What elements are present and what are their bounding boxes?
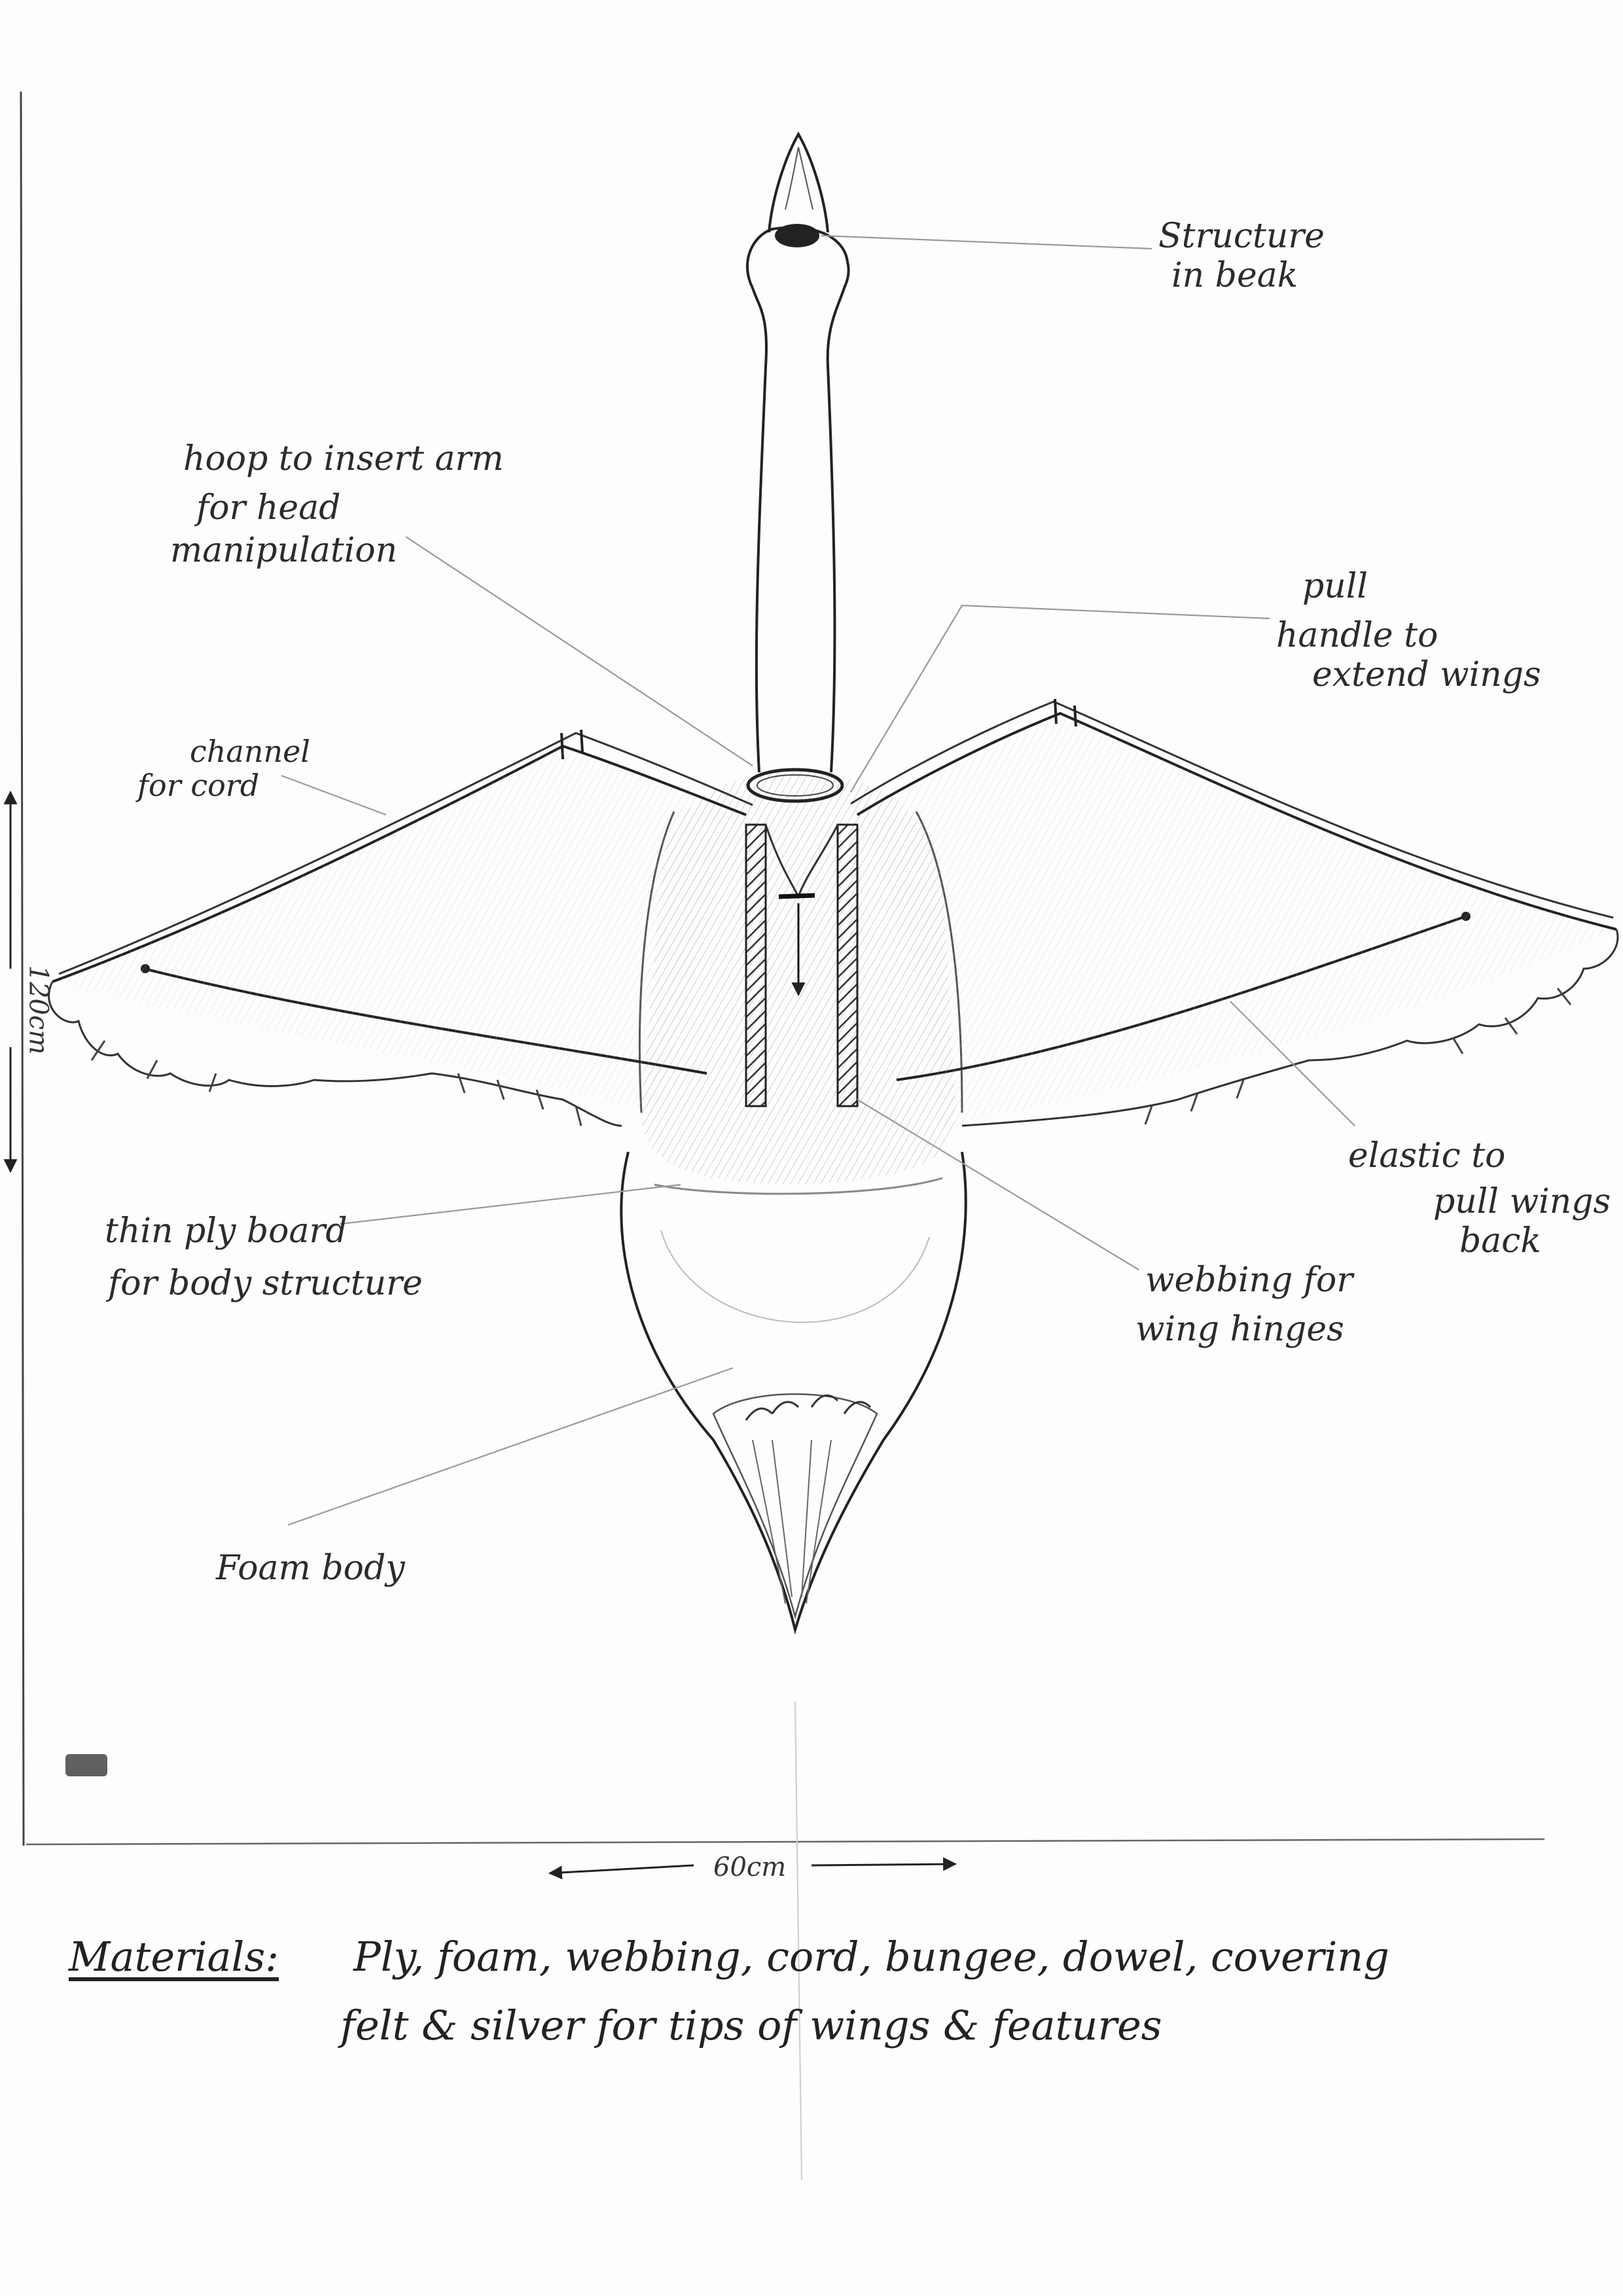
- label-channel-2: for cord: [137, 767, 259, 804]
- label-elastic-1: elastic to: [1348, 1136, 1505, 1176]
- label-beak-2: in beak: [1171, 255, 1298, 296]
- bottom-frame-line: [26, 1839, 1544, 1844]
- materials-line-1: Ply, foam, webbing, cord, bungee, dowel,…: [353, 1934, 1389, 1980]
- leader-foam: [288, 1368, 733, 1525]
- label-elastic-3: back: [1459, 1221, 1541, 1261]
- label-hoop-2: for head: [196, 488, 341, 528]
- tail-feather-shading: [713, 1394, 877, 1617]
- label-ply-1: thin ply board: [105, 1211, 348, 1251]
- label-beak-1: Structure: [1158, 216, 1325, 257]
- label-pull-2: handle to: [1276, 615, 1438, 656]
- label-hoop-3: manipulation: [170, 530, 397, 571]
- tail-body: [621, 1152, 965, 1630]
- leader-channel: [281, 776, 386, 815]
- label-elastic-2: pull wings: [1433, 1181, 1611, 1222]
- label-pull-3: extend wings: [1312, 655, 1541, 695]
- pencil-smudge: [65, 1754, 107, 1776]
- label-foam: Foam body: [216, 1548, 405, 1588]
- width-dimension-arrow-left: [550, 1865, 694, 1873]
- leader-ply: [340, 1185, 681, 1224]
- pull-handle: [779, 895, 815, 897]
- label-pull-1: pull: [1302, 566, 1368, 607]
- label-webbing-1: webbing for: [1145, 1260, 1353, 1300]
- leader-hoop: [406, 537, 753, 766]
- materials-heading: Materials:: [69, 1934, 279, 1980]
- ply-strip-left: [746, 825, 766, 1106]
- materials-line-2: felt & silver for tips of wings & featur…: [340, 2003, 1162, 2049]
- leader-beak: [821, 236, 1152, 249]
- label-channel-1: channel: [190, 733, 310, 770]
- height-dimension-label: 120cm: [23, 965, 53, 1055]
- label-webbing-2: wing hinges: [1135, 1309, 1344, 1350]
- label-ply-2: for body structure: [108, 1263, 423, 1304]
- label-hoop-1: hoop to insert arm: [183, 439, 504, 479]
- tail-feather-lines: [753, 1440, 831, 1604]
- swan-neck: [753, 288, 844, 772]
- width-dimension-label: 60cm: [713, 1852, 786, 1882]
- right-wing-fill: [857, 713, 1616, 1126]
- foam-body-curve: [661, 1230, 929, 1322]
- ply-strip-right: [838, 825, 857, 1106]
- width-dimension-arrow-right: [812, 1864, 955, 1865]
- tail-feather-marks: [746, 1395, 870, 1420]
- leader-webbing: [857, 1100, 1139, 1270]
- beak-structure: [775, 224, 819, 247]
